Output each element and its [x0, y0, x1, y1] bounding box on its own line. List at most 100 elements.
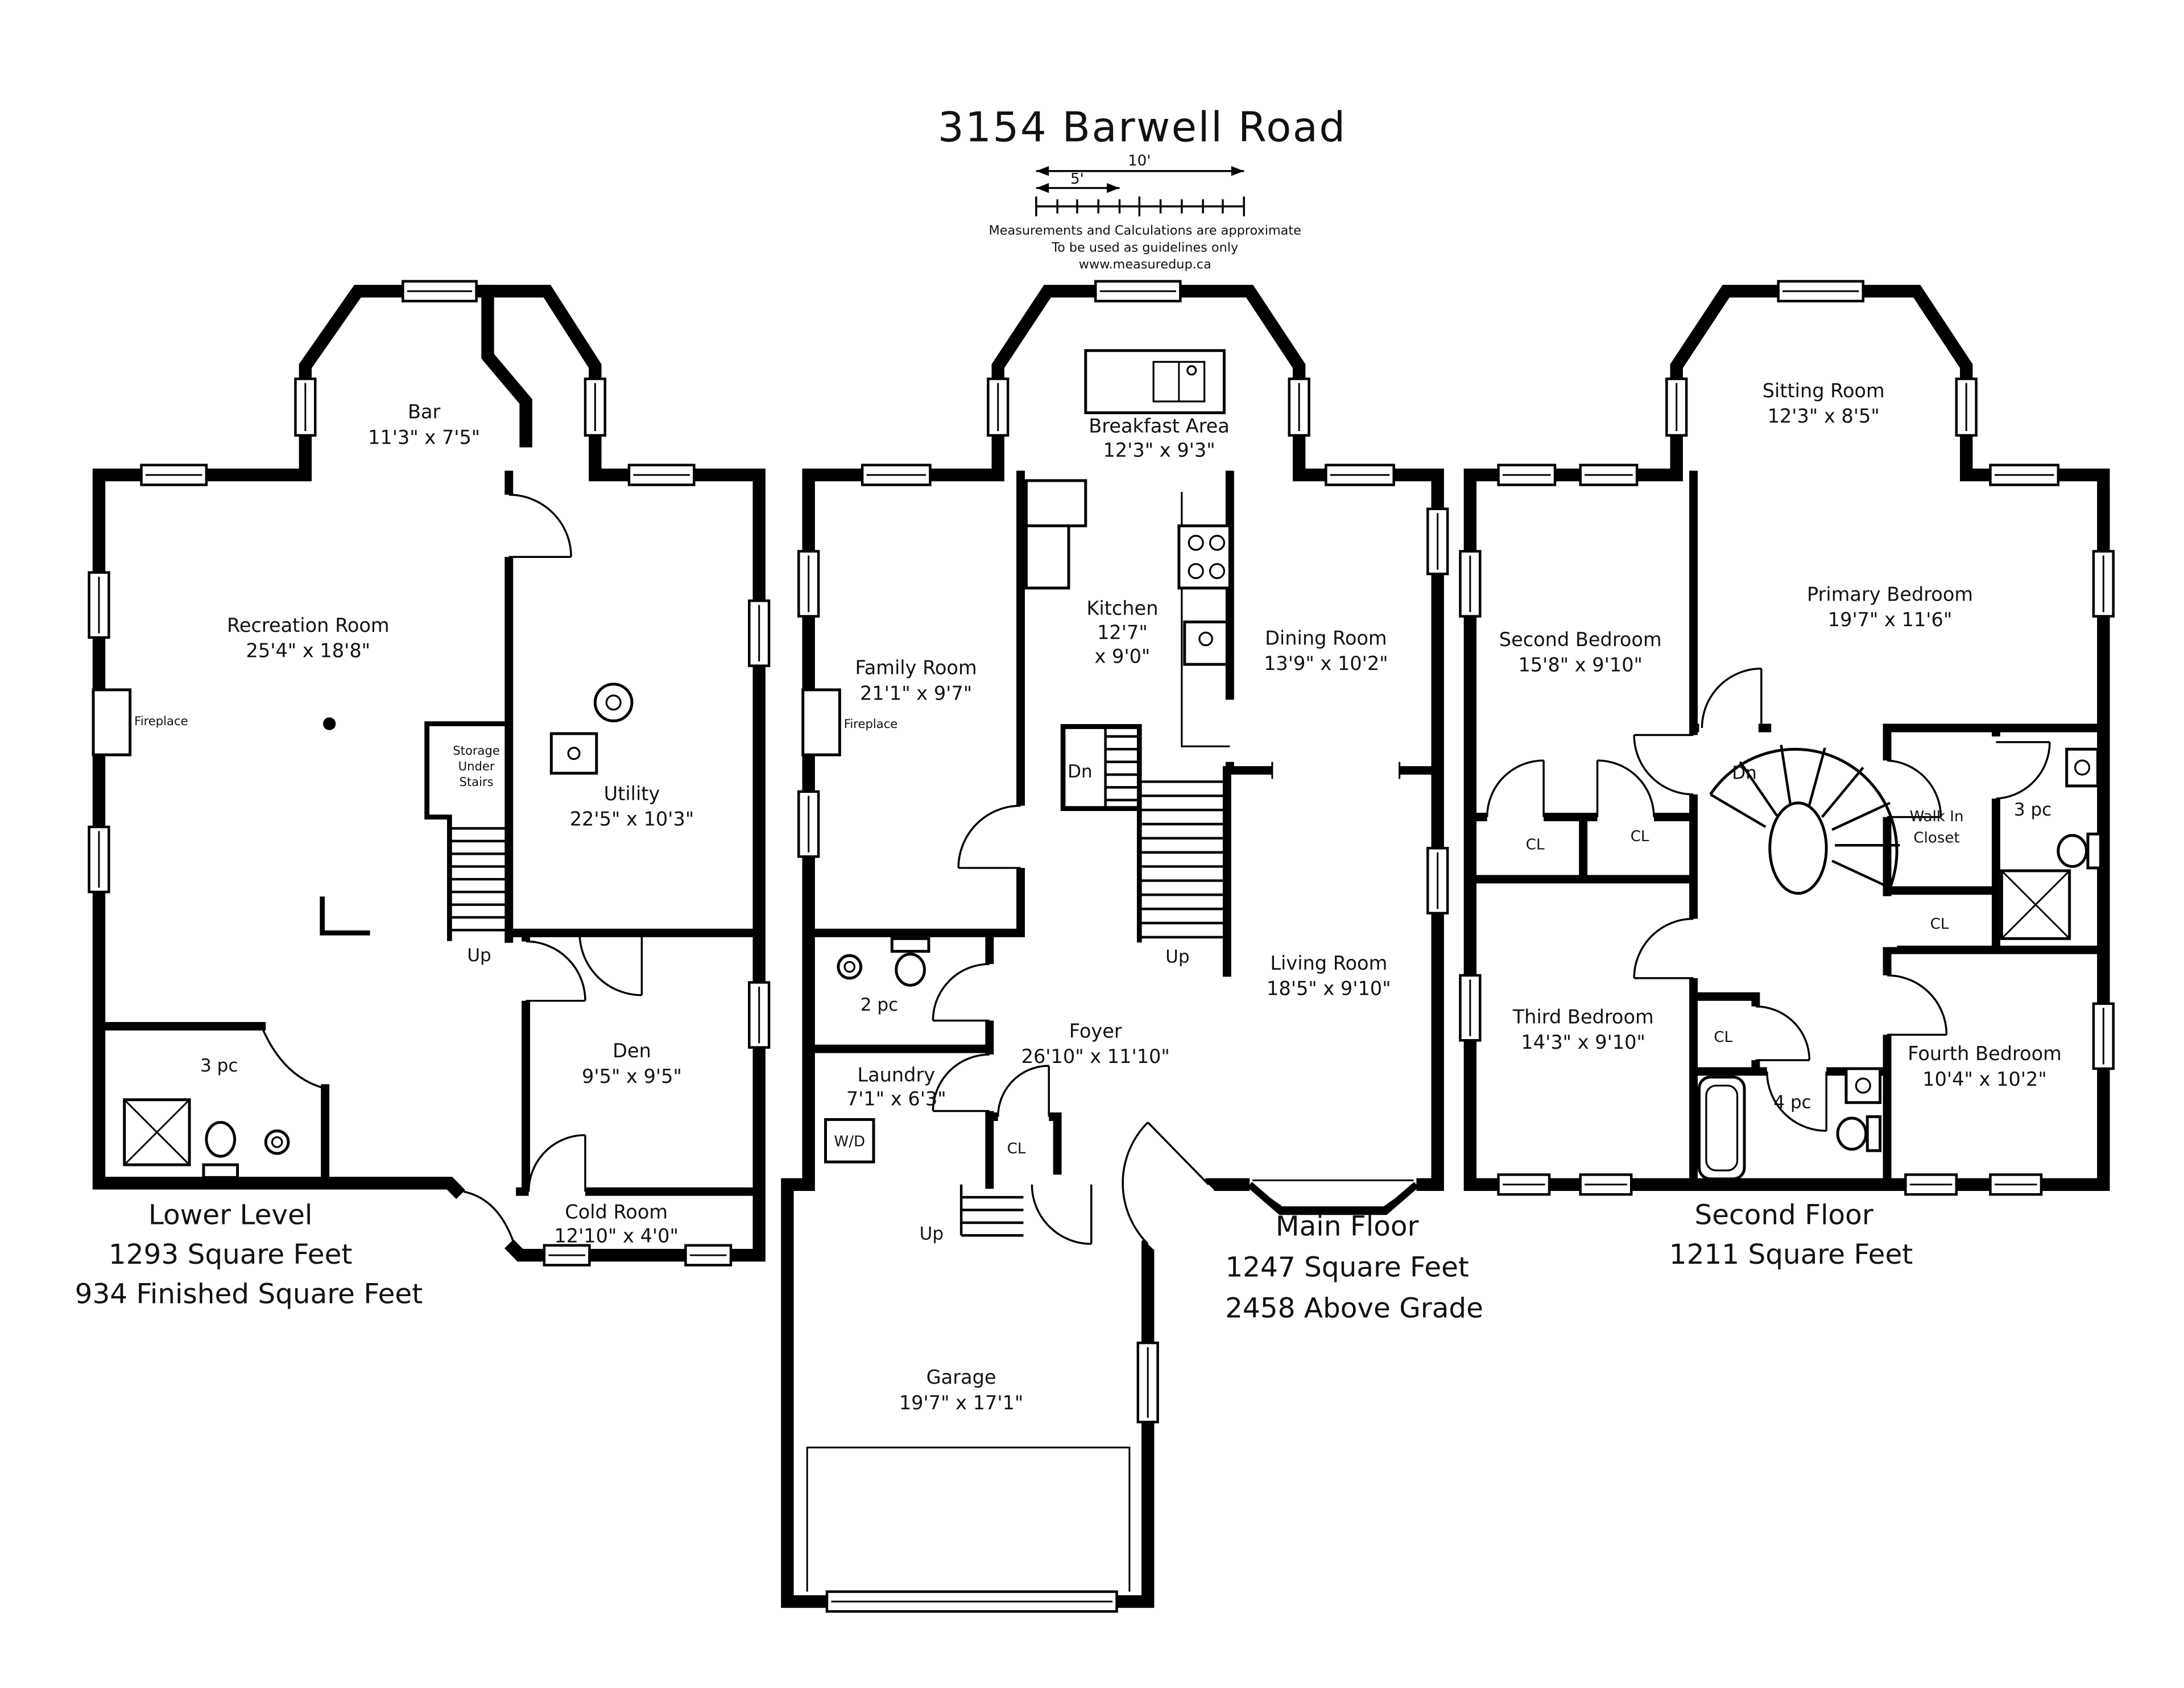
- main-laundry-dims: 7'1" x 6'3": [846, 1088, 946, 1110]
- main-kitchen-dims1: 12'7": [1097, 621, 1148, 643]
- kitchen-sink-icon: [1183, 620, 1228, 666]
- sink-icon: [2065, 747, 2099, 788]
- toilet-icon: [2057, 832, 2102, 870]
- second-floor-plan: Sitting Room 12'3" x 8'5" Second Bedroom…: [1459, 280, 2115, 1271]
- furnace-icon: [549, 732, 598, 775]
- toilet-icon: [890, 937, 930, 987]
- second-cl2-label: CL: [1631, 828, 1649, 845]
- second-bedroom4-label: Fourth Bedroom: [1908, 1042, 2062, 1065]
- second-sitting-dims: 12'3" x 8'5": [1768, 405, 1880, 427]
- second-area1: 1211 Square Feet: [1669, 1239, 1913, 1271]
- fireplace-icon: [801, 688, 841, 756]
- exterior-walls: [781, 284, 1444, 1608]
- main-family-dims: 21'1" x 9'7": [860, 682, 972, 704]
- lower-storage-label2: Under: [458, 759, 495, 773]
- water-heater-icon: [593, 682, 634, 723]
- counter-icon: [1024, 524, 1070, 590]
- main-wd-label: W/D: [834, 1133, 865, 1151]
- main-breakfast-label: Breakfast Area: [1089, 415, 1230, 437]
- second-wic-label2: Closet: [1913, 829, 1959, 846]
- window-icon: [797, 280, 1449, 1424]
- garage-door-icon: [806, 1446, 1131, 1613]
- shower-icon: [123, 1098, 191, 1166]
- storage-walls: [320, 721, 512, 941]
- second-bedroom4-dims: 10'4" x 10'2": [1922, 1068, 2047, 1090]
- lower-bar-dims: 11'3" x 7'5": [368, 426, 480, 448]
- lower-cold-dims: 12'10" x 4'0": [554, 1225, 679, 1247]
- main-bath-label: 2 pc: [861, 995, 898, 1015]
- disclaimer-line3: www.measuredup.ca: [1079, 257, 1211, 272]
- lower-bath-label: 3 pc: [200, 1056, 238, 1076]
- second-sitting-label: Sitting Room: [1763, 379, 1885, 402]
- second-wic-label1: Walk In: [1910, 808, 1964, 825]
- interior-walls: [94, 470, 764, 1196]
- exterior-walls: [92, 284, 766, 1262]
- stairs-up-icon: [1139, 780, 1227, 939]
- stairs-down-icon: [1104, 726, 1140, 809]
- toilet-icon: [202, 1120, 239, 1179]
- main-dn-label: Dn: [1068, 762, 1093, 782]
- scale-ten-label: 10': [1128, 152, 1151, 169]
- second-bath4-label: 4 pc: [1773, 1093, 1811, 1113]
- lower-level-plan: Bar 11'3" x 7'5" Recreation Room 25'4" x…: [75, 280, 771, 1310]
- lower-bar-label: Bar: [408, 401, 441, 423]
- lower-up-label: Up: [467, 945, 491, 966]
- main-up-label: Up: [1165, 947, 1189, 967]
- bay-window-icon: [1247, 1179, 1419, 1215]
- fridge-icon: [1024, 479, 1087, 528]
- main-garage-label: Garage: [926, 1366, 996, 1388]
- lower-storage-label3: Stairs: [460, 775, 494, 789]
- fireplace-icon: [92, 688, 132, 756]
- lower-utility-label: Utility: [604, 783, 660, 805]
- main-garage-dims: 19'7" x 17'1": [899, 1392, 1024, 1414]
- main-foyer-dims: 26'10" x 11'10": [1021, 1045, 1170, 1068]
- second-bedroom3-dims: 14'3" x 9'10": [1521, 1031, 1645, 1053]
- lower-fireplace-label: Fireplace: [134, 714, 188, 728]
- second-cl1-label: CL: [1526, 837, 1545, 854]
- main-family-label: Family Room: [855, 657, 977, 679]
- sink-icon: [1844, 1067, 1882, 1104]
- second-dn-label: Dn: [1732, 763, 1757, 783]
- page-title: 3154 Barwell Road: [938, 104, 1347, 151]
- window-icon: [1459, 280, 2115, 1196]
- header: 3154 Barwell Road 5' 10' Measurements an…: [938, 104, 1347, 272]
- main-title: Main Floor: [1276, 1210, 1419, 1242]
- second-cl4-label: CL: [1714, 1029, 1732, 1046]
- stair-walls: [1060, 724, 1142, 943]
- main-area1: 1247 Square Feet: [1225, 1251, 1469, 1283]
- stove-icon: [1177, 524, 1231, 590]
- second-bath3-label: 3 pc: [2014, 800, 2051, 820]
- main-foyer-label: Foyer: [1069, 1020, 1122, 1042]
- scale-five-label: 5': [1070, 171, 1084, 188]
- washer-dryer-icon: [824, 1118, 875, 1164]
- disclaimer-line2: To be used as guidelines only: [1051, 240, 1238, 255]
- lower-area2: 934 Finished Square Feet: [75, 1279, 423, 1310]
- second-title: Second Floor: [1694, 1199, 1873, 1231]
- second-bedroom2-dims: 15'8" x 9'10": [1518, 654, 1643, 676]
- disclaimer-line1: Measurements and Calculations are approx…: [988, 224, 1301, 238]
- column-icon: [322, 717, 336, 730]
- main-living-label: Living Room: [1270, 952, 1387, 974]
- lower-den-label: Den: [613, 1040, 651, 1062]
- stairs-icon: [449, 827, 509, 932]
- main-dining-label: Dining Room: [1265, 627, 1387, 649]
- spiral-stairs-icon: [1709, 744, 1900, 895]
- sink-icon: [264, 1129, 290, 1155]
- lower-storage-label1: Storage: [453, 743, 500, 758]
- second-cl3-label: CL: [1930, 916, 1949, 933]
- main-living-dims: 18'5" x 9'10": [1267, 978, 1391, 1000]
- main-floor-plan: Breakfast Area 12'3" x 9'3" Kitchen 12'7…: [781, 280, 1483, 1613]
- lower-cold-label: Cold Room: [565, 1201, 668, 1223]
- lower-den-dims: 9'5" x 9'5": [582, 1065, 682, 1087]
- lower-title: Lower Level: [148, 1199, 312, 1231]
- door-swing-icon: [1486, 667, 2051, 1132]
- main-kitchen-label: Kitchen: [1086, 597, 1158, 619]
- main-laundry-label: Laundry: [857, 1064, 935, 1086]
- second-bedroom3-label: Third Bedroom: [1512, 1006, 1654, 1028]
- garage-steps-icon: [959, 1184, 1024, 1237]
- lower-rec-dims: 25'4" x 18'8": [246, 640, 371, 662]
- lower-utility-dims: 22'5" x 10'3": [570, 808, 694, 830]
- lower-area1: 1293 Square Feet: [109, 1239, 353, 1271]
